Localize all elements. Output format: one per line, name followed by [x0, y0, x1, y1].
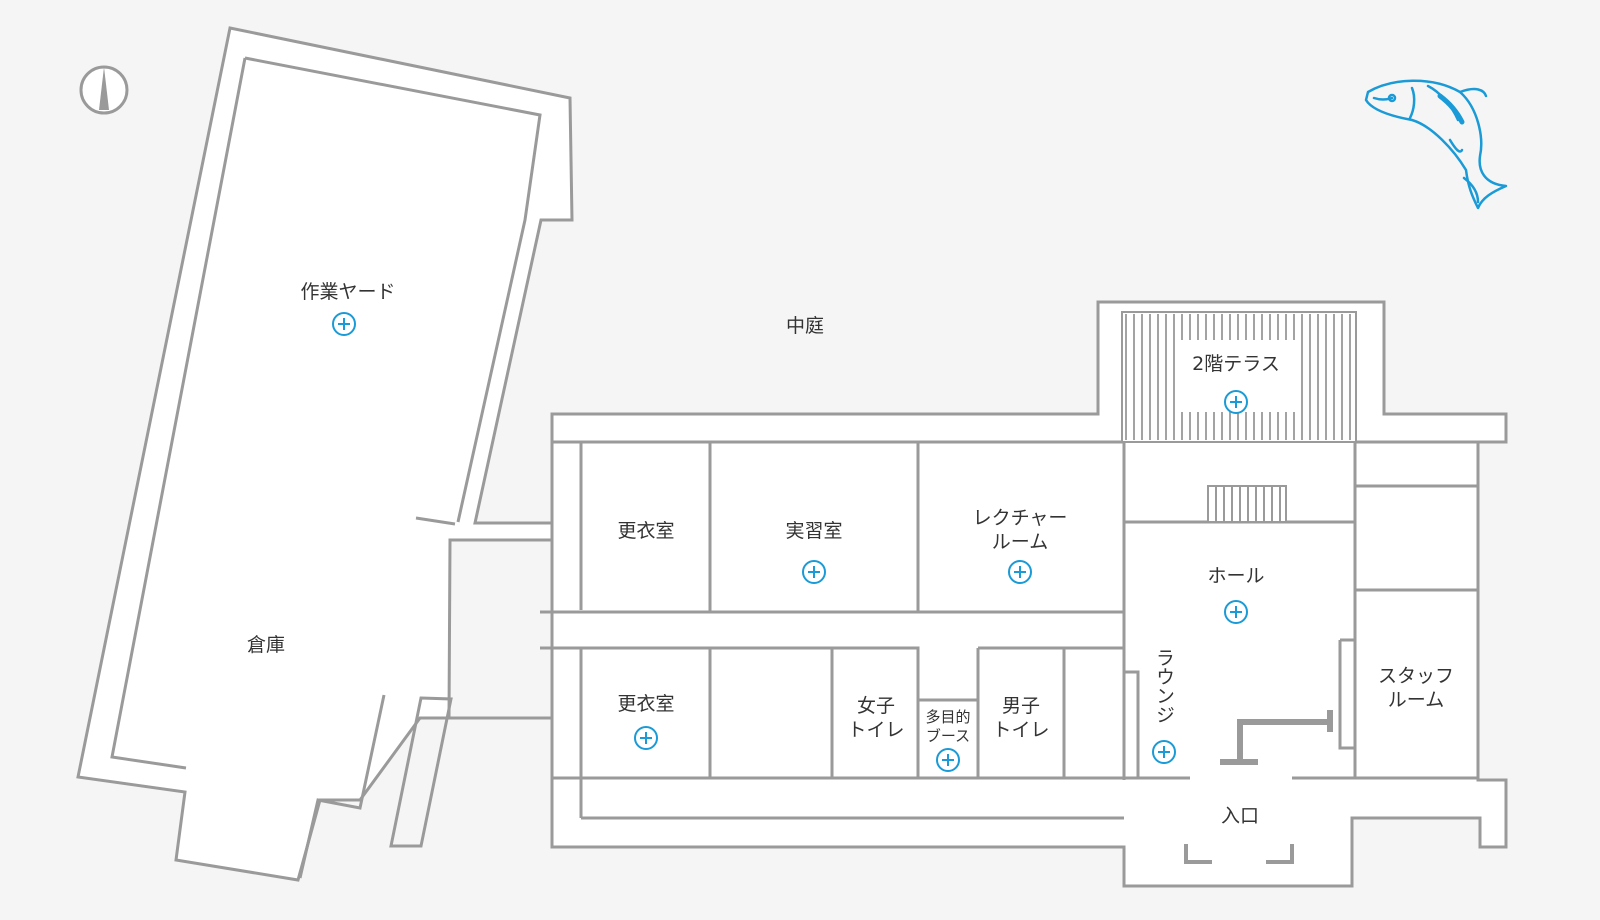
hotspot-work-yard-plus-circle-icon[interactable]: [332, 312, 356, 336]
lecture-room-label-line2: ルーム: [992, 531, 1048, 553]
womens-toilet-label-line1: 女子: [857, 695, 895, 717]
hotspot-terrace-2f-plus-circle-icon[interactable]: [1224, 390, 1248, 414]
hotspot-multipurpose-booth-plus-circle-icon[interactable]: [936, 748, 960, 772]
changing-room-upper-label: 更衣室: [617, 520, 674, 542]
mens-toilet-label-line2: トイレ: [992, 719, 1049, 741]
hall-stair: [1207, 485, 1287, 523]
multipurpose-booth-label-line2: ブース: [926, 727, 970, 745]
multipurpose-booth-label-line1: 多目的: [925, 708, 970, 726]
entrance-label: 入口: [1221, 805, 1259, 827]
work-yard-building: [76, 26, 577, 882]
terrace-2f-label: 2階テラス: [1192, 353, 1280, 375]
hotspot-practice-room-plus-circle-icon[interactable]: [802, 560, 826, 584]
practice-room-label: 実習室: [785, 520, 842, 542]
mens-toilet-label-line1: 男子: [1002, 695, 1040, 717]
main-building: [540, 300, 1508, 888]
hotspot-lounge-plus-circle-icon[interactable]: [1152, 740, 1176, 764]
hotspot-changing-room-lower-plus-circle-icon[interactable]: [634, 726, 658, 750]
courtyard-label: 中庭: [786, 315, 824, 337]
womens-toilet-label-line2: トイレ: [847, 719, 904, 741]
hotspot-lecture-room-plus-circle-icon[interactable]: [1008, 560, 1032, 584]
storage-label: 倉庫: [247, 634, 285, 656]
compass-north-icon: [79, 65, 129, 115]
staff-room-label-line2: ルーム: [1388, 689, 1444, 711]
lounge-label: ラウンジ: [1153, 648, 1175, 724]
hotspot-hall-plus-circle-icon[interactable]: [1224, 600, 1248, 624]
staff-room-label-line1: スタッフ: [1378, 665, 1454, 687]
hall-label: ホール: [1207, 565, 1264, 587]
terrace-2f-area: [1121, 311, 1357, 443]
fish-illustration: [1364, 79, 1508, 210]
changing-room-lower-label: 更衣室: [617, 693, 674, 715]
work-yard-label: 作業ヤード: [300, 281, 395, 303]
lecture-room-label-line1: レクチャー: [973, 507, 1068, 529]
